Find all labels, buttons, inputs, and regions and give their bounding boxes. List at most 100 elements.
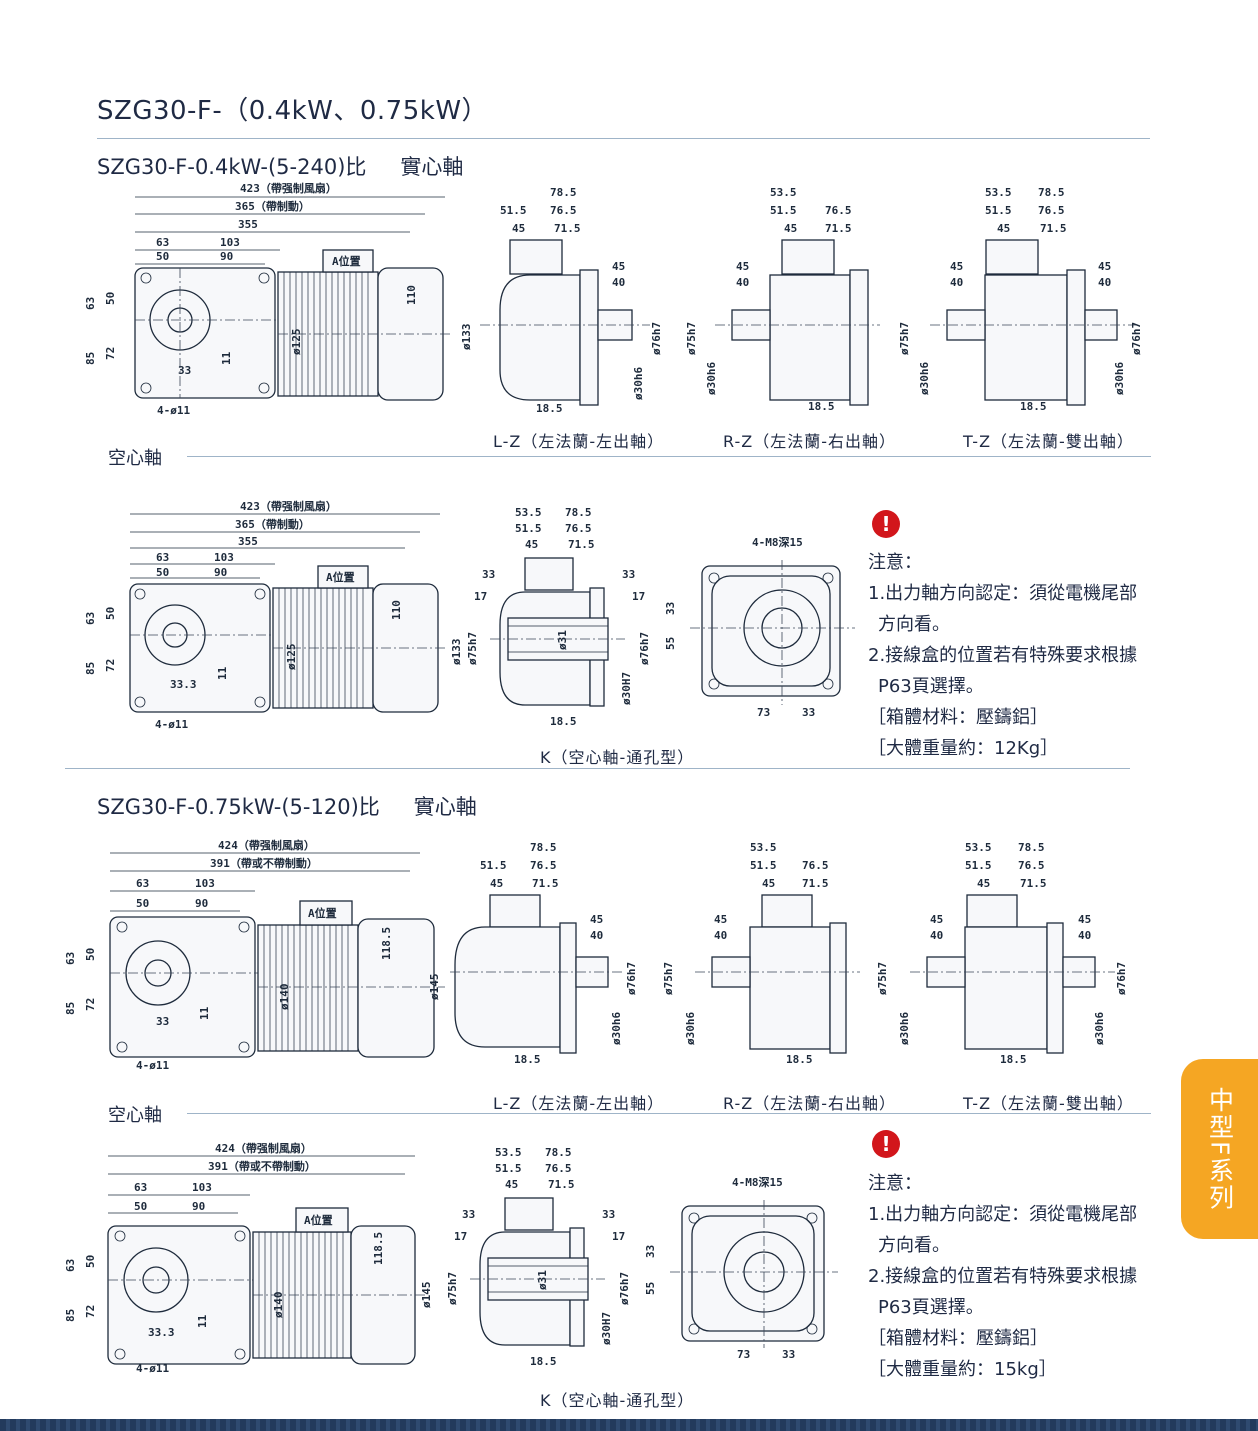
dim-label: 355: [238, 535, 258, 548]
dim-label: 51.5: [985, 204, 1012, 217]
dim-label: 118.5: [380, 927, 393, 960]
dim-label: ø140: [272, 1292, 285, 1319]
dim-label: ø75h7: [662, 962, 675, 995]
dim-label: 40: [714, 929, 727, 942]
dim-label: 391（帶或不帶制動）: [208, 1159, 316, 1173]
series-side-tab[interactable]: 中型F系列: [1181, 1059, 1258, 1239]
dim-label: 33.3: [170, 678, 197, 691]
dim-label: 18.5: [786, 1053, 813, 1066]
dim-label: 40: [612, 276, 625, 289]
dim-label: 51.5: [515, 522, 542, 535]
dim-label: 423（帶强制風扇）: [240, 499, 337, 513]
dim-label: ø30h6: [918, 362, 931, 395]
dim-label: 4-M8深15: [732, 1175, 783, 1189]
dim-label: ø75h7: [685, 322, 698, 355]
dim-label: ø31: [556, 630, 569, 650]
dim-label: 71.5: [568, 538, 595, 551]
dim-label: 45: [505, 1178, 518, 1191]
section1-solid-title: SZG30-F-0.4kW-(5-240)比: [97, 155, 367, 179]
dim-label: 45: [1078, 913, 1091, 926]
section1-solid-axis: 實心軸: [400, 155, 464, 179]
s2-lz-view: 78.5 51.5 76.5 45 71.5 45 40 ø76h7 ø30h6…: [450, 841, 638, 1066]
dim-label: 55: [664, 637, 677, 650]
notes-heading: 注意：: [868, 552, 922, 573]
dim-label: 53.5: [770, 186, 797, 199]
notes-line: 方向看。: [878, 614, 950, 635]
dim-label: 45: [997, 222, 1010, 235]
dim-label: 85: [64, 1309, 77, 1322]
section1-solid-heading: SZG30-F-0.4kW-(5-240)比 實心軸: [97, 151, 463, 181]
dim-label: ø30h6: [898, 1012, 911, 1045]
dim-label: 33: [482, 568, 495, 581]
dim-label: 33.3: [148, 1326, 175, 1339]
dim-label: ø30h6: [1093, 1012, 1106, 1045]
dim-label: 76.5: [565, 522, 592, 535]
dim-label: A位置: [304, 1213, 333, 1227]
dim-label: 391（帶或不帶制動）: [210, 856, 318, 870]
dim-label: 51.5: [770, 204, 797, 217]
dim-label: 76.5: [1018, 859, 1045, 872]
s2-side-views-solid: 78.5 51.5 76.5 45 71.5 45 40 ø76h7 ø30h6…: [450, 841, 1128, 1066]
dim-label: 118.5: [372, 1232, 385, 1265]
dim-label: 11: [216, 666, 229, 680]
dim-label: 85: [64, 1002, 77, 1015]
dim-label: 71.5: [825, 222, 852, 235]
dim-label: 76.5: [550, 204, 577, 217]
dim-label: 4-M8深15: [752, 535, 803, 549]
dim-label: 45: [736, 260, 749, 273]
dim-label: ø76h7: [625, 962, 638, 995]
dim-label: 51.5: [480, 859, 507, 872]
dim-label: 4-ø11: [155, 718, 188, 731]
junction-box-label: A位置: [332, 254, 361, 268]
dim-label: ø30H7: [620, 672, 633, 705]
dim-label: 40: [1078, 929, 1091, 942]
dim-label: 33: [782, 1348, 795, 1361]
s2-rz-view: 53.5 51.5 76.5 45 71.5 45 40 ø75h7 ø30h6…: [662, 841, 860, 1066]
dim-label: 40: [950, 276, 963, 289]
dim-label: 40: [930, 929, 943, 942]
dim-label: ø30h6: [684, 1012, 697, 1045]
dim-label: 71.5: [1020, 877, 1047, 890]
dim-label: 90: [192, 1200, 205, 1213]
dim-label: 33: [156, 1015, 169, 1028]
dim-label: 18.5: [514, 1053, 541, 1066]
dim-label: 71.5: [802, 877, 829, 890]
dim-label: 33: [622, 568, 635, 581]
dim-label: 33: [664, 602, 677, 615]
s1-lz-view: 78.5 76.5 51.5 45 71.5 45 40 ø76h7 ø30h6…: [480, 186, 663, 415]
dim-label: 33: [644, 1245, 657, 1258]
dim-label: 71.5: [1040, 222, 1067, 235]
dim-label: ø30h6: [632, 367, 645, 400]
notes-line: 1.出力軸方向認定：須從電機尾部: [868, 1204, 1138, 1225]
notes-line: 方向看。: [878, 1235, 950, 1256]
notes-line: 2.接線盒的位置若有特殊要求根據: [868, 1266, 1138, 1287]
dim-label: 78.5: [530, 841, 557, 854]
dim-label: 17: [612, 1230, 625, 1243]
dim-label: 63: [64, 1259, 77, 1272]
dim-label: ø30h6: [705, 362, 718, 395]
dim-label: 424（帶强制風扇）: [218, 838, 315, 852]
dim-label: ø75h7: [466, 632, 479, 665]
dim-label: 71.5: [532, 877, 559, 890]
dim-label: 78.5: [1038, 186, 1065, 199]
dim-label: 63: [64, 952, 77, 965]
dim-label: 33: [602, 1208, 615, 1221]
dim-label: ø76h7: [1130, 322, 1143, 355]
hollow-divider-2: [187, 1113, 1151, 1114]
notes-weight: ［大體重量約：15kg］: [868, 1359, 1057, 1380]
dim-label: ø76h7: [638, 632, 651, 665]
dim-label: 45: [950, 260, 963, 273]
dim-label: ø76h7: [618, 1272, 631, 1305]
dim-label: ø140: [278, 984, 291, 1011]
dim-label: 424（帶强制風扇）: [215, 1141, 312, 1155]
dim-label: 51.5: [500, 204, 527, 217]
dim-label: ø145: [420, 1282, 433, 1309]
dim-label: 45: [1098, 260, 1111, 273]
dim-label: ø30h6: [610, 1012, 623, 1045]
dim-label: 18.5: [808, 400, 835, 413]
dim-label: 18.5: [1020, 400, 1047, 413]
dim-label: 40: [1098, 276, 1111, 289]
dim-label: 76.5: [1038, 204, 1065, 217]
dim-label: 45: [512, 222, 525, 235]
dim-label: 4-ø11: [157, 404, 190, 417]
